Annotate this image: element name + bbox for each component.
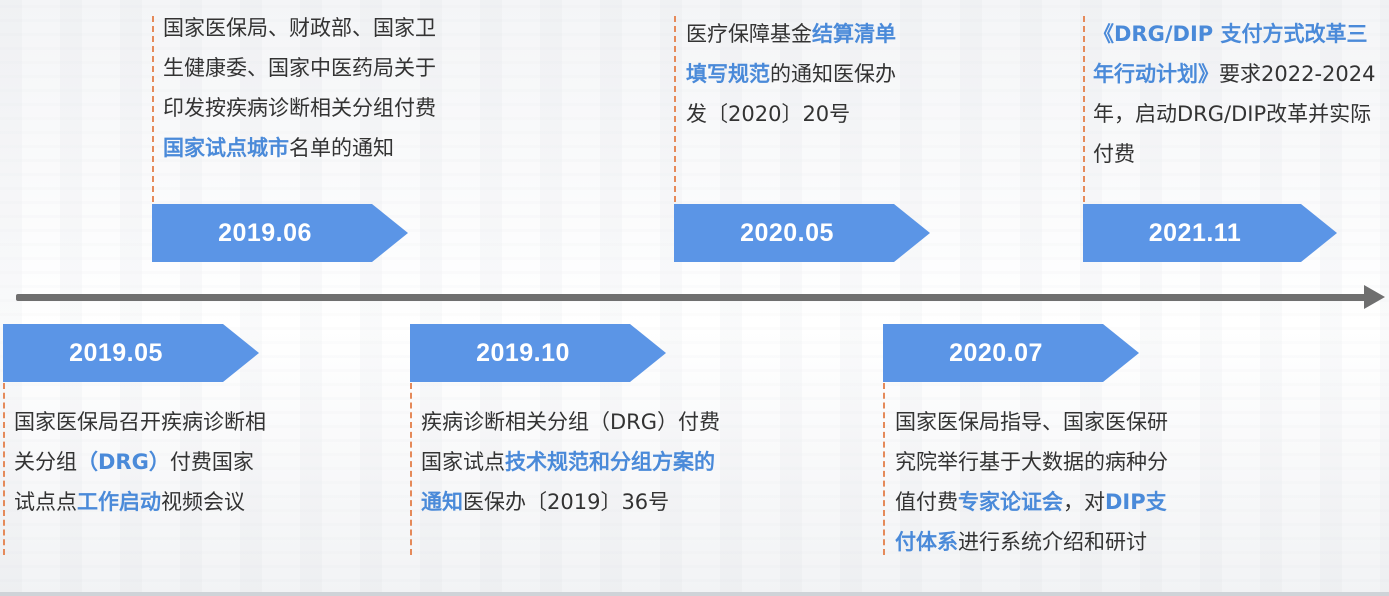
event-date: 2020.05: [740, 219, 834, 247]
connector-line: [152, 16, 154, 202]
description-text: 疾病诊断相关分组（DRG）付费国家试点: [421, 410, 721, 474]
event-description: 《DRG/DIP 支付方式改革三年行动计划》要求2022-2024年，启动DRG…: [1093, 14, 1383, 174]
description-text: 医保办〔2019〕36号: [463, 490, 670, 514]
connector-line: [883, 383, 885, 555]
event-date: 2019.10: [476, 339, 570, 367]
description-text: 的通知医保办发〔2020〕20号: [686, 62, 896, 126]
event-date-banner: 2019.10: [410, 324, 666, 382]
event-description: 医疗保障基金结算清单填写规范的通知医保办发〔2020〕20号: [686, 14, 904, 134]
event-date: 2021.11: [1148, 219, 1242, 247]
timeline-arrow-icon: [1364, 285, 1385, 309]
highlight-text: 结算清单填写规范: [686, 22, 896, 86]
description-text: 国家医保局指导、国家医保研究院举行基于大数据的病种分值付费: [895, 410, 1168, 514]
description-text: 视频会议: [161, 490, 245, 514]
event-description: 国家医保局、财政部、国家卫生健康委、国家中医药局关于印发按疾病诊断相关分组付费国…: [163, 8, 443, 168]
description-text: 名单的通知: [289, 136, 394, 160]
description-text: 付费国家试点点: [14, 450, 254, 514]
highlight-text: 国家试点城市: [163, 136, 289, 160]
event-description: 国家医保局指导、国家医保研究院举行基于大数据的病种分值付费专家论证会，对DIP支…: [895, 402, 1177, 562]
event-date-banner: 2020.07: [883, 324, 1139, 382]
event-date-banner: 2020.05: [674, 204, 930, 262]
highlight-text: 专家论证会: [958, 490, 1063, 514]
event-date: 2020.07: [949, 339, 1043, 367]
description-text: 国家医保局、财政部、国家卫生健康委、国家中医药局关于印发按疾病诊断相关分组付费: [163, 16, 436, 120]
event-description: 疾病诊断相关分组（DRG）付费国家试点技术规范和分组方案的通知医保办〔2019〕…: [421, 402, 723, 522]
description-text: ，对: [1063, 490, 1105, 514]
event-date: 2019.06: [218, 219, 312, 247]
event-date-banner: 2019.06: [152, 204, 408, 262]
highlight-text: （DRG）: [77, 450, 170, 474]
event-date-banner: 2021.11: [1083, 204, 1337, 262]
description-text: 要求2022-2024年，启动DRG/DIP改革并实际付费: [1093, 62, 1376, 166]
connector-line: [674, 16, 676, 202]
highlight-text: 《DRG/DIP 支付方式改革三年行动计划》: [1093, 22, 1368, 86]
event-description: 国家医保局召开疾病诊断相关分组（DRG）付费国家试点点工作启动视频会议: [14, 402, 270, 522]
description-text: 国家医保局召开疾病诊断相关分组: [14, 410, 266, 474]
highlight-text: 技术规范和分组方案的通知: [421, 450, 715, 514]
connector-line: [3, 383, 5, 555]
description-text: 医疗保障基金: [686, 22, 812, 46]
timeline-axis: [16, 294, 1368, 301]
connector-line: [410, 383, 412, 555]
connector-line: [1083, 16, 1085, 202]
highlight-text: 工作启动: [77, 490, 161, 514]
description-text: 进行系统介绍和研讨: [958, 530, 1147, 554]
bottom-divider: [0, 592, 1389, 596]
highlight-text: DIP支付体系: [895, 490, 1167, 554]
event-date: 2019.05: [69, 339, 163, 367]
event-date-banner: 2019.05: [3, 324, 259, 382]
